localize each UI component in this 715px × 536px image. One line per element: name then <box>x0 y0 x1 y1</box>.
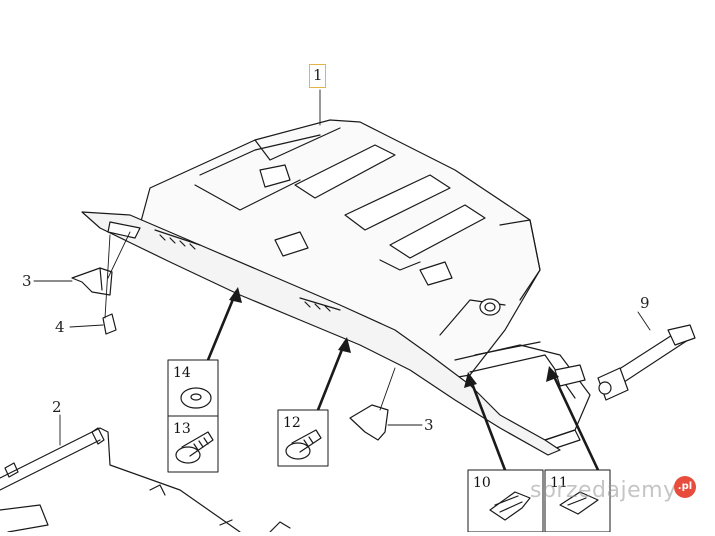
damper-part-9 <box>597 324 696 401</box>
glovebox-shell <box>139 119 591 451</box>
box-label-11: 11 <box>550 475 568 491</box>
callout-1: 1 <box>313 66 323 84</box>
front-flange <box>81 211 561 456</box>
panel-part-2 <box>0 427 291 533</box>
box-label-14: 14 <box>173 365 191 381</box>
watermark-text: sprzedajemy <box>530 478 677 503</box>
leader-lines <box>33 89 651 446</box>
callout-4: 4 <box>55 318 65 336</box>
bolt-icon <box>175 431 214 464</box>
box-label-13: 13 <box>173 421 191 437</box>
box-label-12: 12 <box>283 415 301 431</box>
clip-icon-11 <box>559 491 599 515</box>
callout-2: 2 <box>52 398 62 416</box>
callout-3-left: 3 <box>22 272 32 290</box>
clip-part-3-right <box>349 404 389 441</box>
clip-part-3-left <box>71 267 113 296</box>
washer-icon <box>180 387 212 409</box>
clip-icon-10 <box>489 491 531 521</box>
pin-part-4 <box>102 313 117 335</box>
box-label-10: 10 <box>473 475 491 491</box>
callout-9: 9 <box>640 294 650 312</box>
bolt-icon-12 <box>285 429 322 460</box>
highlight-box <box>309 64 326 88</box>
callout-3-right: 3 <box>424 416 434 434</box>
part-boxes <box>167 359 611 533</box>
arrow-heads <box>229 287 559 388</box>
indicator-arrows <box>206 290 600 472</box>
watermark-badge: .pl <box>674 476 696 498</box>
